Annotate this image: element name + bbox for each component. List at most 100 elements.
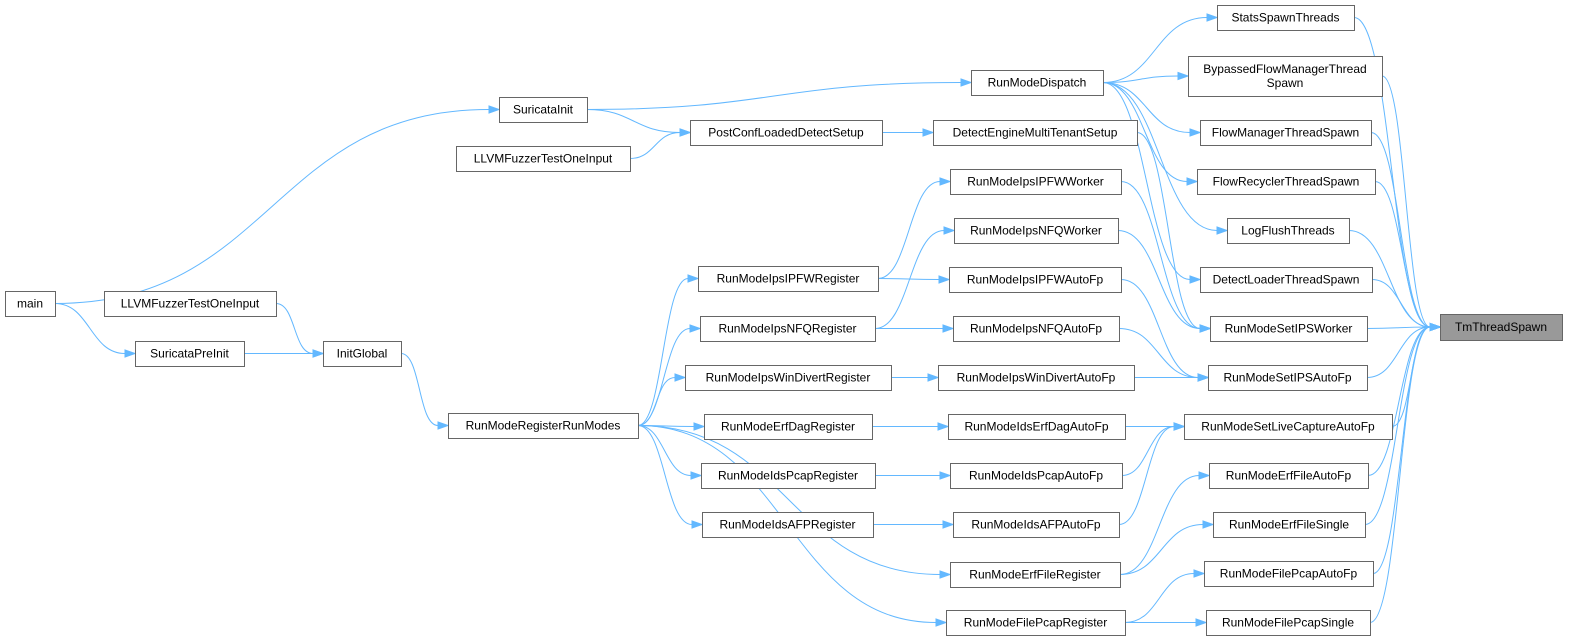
- node-tm-thread-spawn[interactable]: TmThreadSpawn: [1440, 314, 1563, 341]
- node-llvm-fuzzer-test-one-input-1[interactable]: LLVMFuzzerTestOneInput: [456, 146, 631, 172]
- arrowhead-icon: [939, 177, 952, 186]
- node-run-mode-erf-dag-register[interactable]: RunModeErfDagRegister: [704, 414, 873, 440]
- node-run-mode-erf-file-single[interactable]: RunModeErfFileSingle: [1213, 512, 1366, 538]
- node-run-mode-ips-win-divert-auto-fp[interactable]: RunModeIpsWinDivertAutoFp: [938, 365, 1135, 391]
- edge-line: [637, 425, 941, 575]
- edge-run-mode-ids-afp-auto-fp-to-run-mode-set-live-capture-auto-fp: [1118, 422, 1186, 525]
- node-stats-spawn-threads[interactable]: StatsSpawnThreads: [1217, 5, 1355, 31]
- node-run-mode-set-ips-auto-fp[interactable]: RunModeSetIPSAutoFp: [1208, 365, 1368, 391]
- node-run-mode-erf-file-auto-fp[interactable]: RunModeErfFileAutoFp: [1209, 463, 1369, 489]
- node-post-conf-loaded-detect-setup[interactable]: PostConfLoadedDetectSetup: [690, 120, 883, 146]
- node-run-mode-ips-ipfw-auto-fp[interactable]: RunModeIpsIPFWAutoFp: [949, 267, 1122, 293]
- edge-line: [1371, 279, 1431, 328]
- node-box: [1210, 316, 1368, 342]
- node-label: DetectEngineMultiTenantSetup: [953, 126, 1118, 140]
- node-init-global[interactable]: InitGlobal: [323, 341, 402, 367]
- edge-run-mode-erf-dag-register-to-run-mode-ids-erf-dag-auto-fp: [872, 422, 950, 431]
- edge-suricata-init-to-run-mode-dispatch: [586, 78, 973, 110]
- edge-line: [877, 278, 940, 280]
- arrowhead-icon: [1199, 324, 1212, 333]
- node-run-mode-dispatch[interactable]: RunModeDispatch: [971, 70, 1104, 96]
- edge-run-mode-ids-pcap-auto-fp-to-run-mode-set-live-capture-auto-fp: [1121, 422, 1186, 476]
- arrowhead-icon: [960, 78, 973, 87]
- node-run-mode-file-pcap-register[interactable]: RunModeFilePcapRegister: [946, 610, 1126, 636]
- node-run-mode-ips-nfq-register[interactable]: RunModeIpsNFQRegister: [700, 316, 876, 342]
- arrowhead-icon: [935, 618, 948, 627]
- edge-line: [1120, 181, 1201, 329]
- edge-line: [1119, 475, 1200, 575]
- node-detect-engine-multi-tenant-setup[interactable]: DetectEngineMultiTenantSetup: [933, 120, 1138, 146]
- edge-line: [1118, 426, 1175, 525]
- arrowhead-icon: [1177, 71, 1190, 81]
- edge-run-mode-dispatch-to-flow-recycler-thread-spawn: [1102, 82, 1199, 186]
- node-box: [704, 414, 873, 440]
- node-detect-loader-thread-spawn[interactable]: DetectLoaderThreadSpawn: [1200, 267, 1373, 293]
- node-box: [685, 365, 892, 391]
- node-box: [1200, 120, 1372, 146]
- arrowhead-icon: [691, 520, 704, 529]
- node-run-mode-ips-ipfw-register[interactable]: RunModeIpsIPFWRegister: [698, 266, 879, 292]
- arrowhead-icon: [937, 422, 950, 431]
- edge-line: [1136, 132, 1201, 329]
- node-box: [954, 218, 1119, 244]
- node-label: RunModeRegisterRunModes: [466, 419, 621, 433]
- node-run-mode-ids-afp-register[interactable]: RunModeIdsAFPRegister: [702, 512, 874, 538]
- arrowhead-icon: [1173, 422, 1186, 431]
- node-run-mode-ids-erf-dag-auto-fp[interactable]: RunModeIdsErfDagAutoFp: [948, 414, 1126, 440]
- node-run-mode-ips-nfq-auto-fp[interactable]: RunModeIpsNFQAutoFp: [953, 316, 1120, 342]
- edge-main-to-suricata-init: [54, 105, 501, 304]
- edge-run-mode-file-pcap-register-to-run-mode-file-pcap-auto-fp: [1124, 569, 1206, 623]
- arrowhead-icon: [693, 422, 706, 431]
- node-main[interactable]: main: [5, 291, 56, 317]
- node-llvm-fuzzer-test-one-input-2[interactable]: LLVMFuzzerTestOneInput: [104, 291, 277, 317]
- arrowhead-icon: [689, 324, 702, 333]
- edge-line: [1102, 82, 1191, 133]
- edge-run-mode-ips-ipfw-register-to-run-mode-ips-ipfw-auto-fp: [877, 275, 951, 284]
- edge-line: [1102, 82, 1218, 231]
- node-run-mode-file-pcap-single[interactable]: RunModeFilePcapSingle: [1206, 610, 1371, 636]
- node-label: RunModeFilePcapSingle: [1222, 616, 1354, 630]
- node-run-mode-ids-pcap-register[interactable]: RunModeIdsPcapRegister: [701, 463, 876, 489]
- node-flow-manager-thread-spawn[interactable]: FlowManagerThreadSpawn: [1200, 120, 1372, 146]
- edge-line: [1124, 573, 1195, 623]
- node-box: [1184, 414, 1393, 440]
- node-label: RunModeDispatch: [988, 76, 1087, 90]
- node-flow-recycler-thread-spawn[interactable]: FlowRecyclerThreadSpawn: [1197, 169, 1376, 195]
- node-run-mode-set-ips-worker[interactable]: RunModeSetIPSWorker: [1210, 316, 1368, 342]
- node-run-mode-register-run-modes[interactable]: RunModeRegisterRunModes: [448, 413, 639, 439]
- edge-line: [1102, 75, 1179, 83]
- node-label: RunModeSetIPSAutoFp: [1223, 371, 1351, 385]
- node-suricata-init[interactable]: SuricataInit: [499, 97, 588, 123]
- edge-run-mode-register-run-modes-to-run-mode-ids-pcap-register: [637, 425, 703, 480]
- node-box: [1204, 561, 1374, 587]
- arrowhead-icon: [1189, 128, 1202, 137]
- arrowhead-icon: [922, 128, 935, 137]
- edge-line: [1102, 17, 1208, 83]
- node-run-mode-ids-afp-auto-fp[interactable]: RunModeIdsAFPAutoFp: [953, 512, 1120, 538]
- edge-line: [874, 230, 945, 329]
- edge-line: [629, 132, 681, 159]
- arrowhead-icon: [437, 421, 450, 430]
- node-box: [948, 414, 1126, 440]
- node-label: RunModeIdsAFPRegister: [719, 518, 855, 532]
- node-run-mode-ips-nfq-worker[interactable]: RunModeIpsNFQWorker: [954, 218, 1119, 244]
- node-run-mode-set-live-capture-auto-fp[interactable]: RunModeSetLiveCaptureAutoFp: [1184, 414, 1393, 440]
- node-run-mode-ips-win-divert-register[interactable]: RunModeIpsWinDivertRegister: [685, 365, 892, 391]
- edge-run-mode-ips-nfq-register-to-run-mode-ips-nfq-worker: [874, 226, 956, 329]
- arrowhead-icon: [1429, 322, 1442, 332]
- node-run-mode-erf-file-register[interactable]: RunModeErfFileRegister: [950, 562, 1121, 588]
- node-run-mode-ids-pcap-auto-fp[interactable]: RunModeIdsPcapAutoFp: [950, 463, 1123, 489]
- node-label: RunModeErfFileAutoFp: [1226, 469, 1352, 483]
- node-suricata-pre-init[interactable]: SuricataPreInit: [135, 341, 245, 367]
- node-run-mode-ips-ipfw-worker[interactable]: RunModeIpsIPFWWorker: [950, 169, 1122, 195]
- node-label: RunModeIpsNFQRegister: [718, 322, 856, 336]
- arrowhead-icon: [1186, 177, 1199, 186]
- node-log-flush-threads[interactable]: LogFlushThreads: [1227, 218, 1350, 244]
- edge-line: [54, 303, 126, 354]
- edge-line: [1102, 82, 1188, 182]
- edge-line: [400, 353, 439, 426]
- node-label: LLVMFuzzerTestOneInput: [121, 297, 260, 311]
- arrowhead-icon: [488, 105, 501, 114]
- node-run-mode-file-pcap-auto-fp[interactable]: RunModeFilePcapAutoFp: [1204, 561, 1374, 587]
